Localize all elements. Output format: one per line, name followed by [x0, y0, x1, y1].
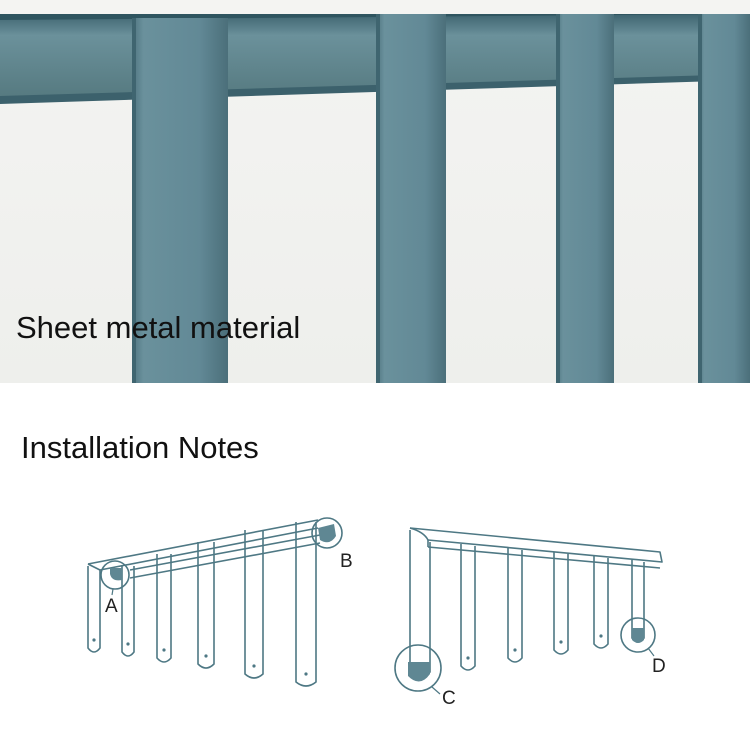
sheet-metal-rack-photo — [0, 0, 750, 383]
material-caption: Sheet metal material — [16, 310, 301, 345]
right-rack-hooks — [409, 530, 645, 678]
callout-a: A — [100, 560, 130, 617]
installation-drawing: A B C D — [87, 517, 666, 709]
left-rack-hooks — [87, 522, 317, 687]
installation-diagram: A B C D — [0, 500, 750, 750]
callout-label-d: D — [652, 656, 666, 677]
right-rack-rail — [409, 527, 663, 569]
callout-d: D — [620, 617, 666, 677]
callout-c: C — [394, 644, 456, 709]
left-rack-rail — [87, 519, 321, 579]
installation-notes-title: Installation Notes — [21, 430, 259, 465]
callout-label-a: A — [105, 596, 118, 617]
callout-b: B — [311, 517, 353, 572]
callout-label-c: C — [442, 688, 456, 709]
product-photo — [0, 0, 750, 383]
nail-holes — [92, 634, 603, 676]
callout-label-b: B — [340, 551, 353, 572]
